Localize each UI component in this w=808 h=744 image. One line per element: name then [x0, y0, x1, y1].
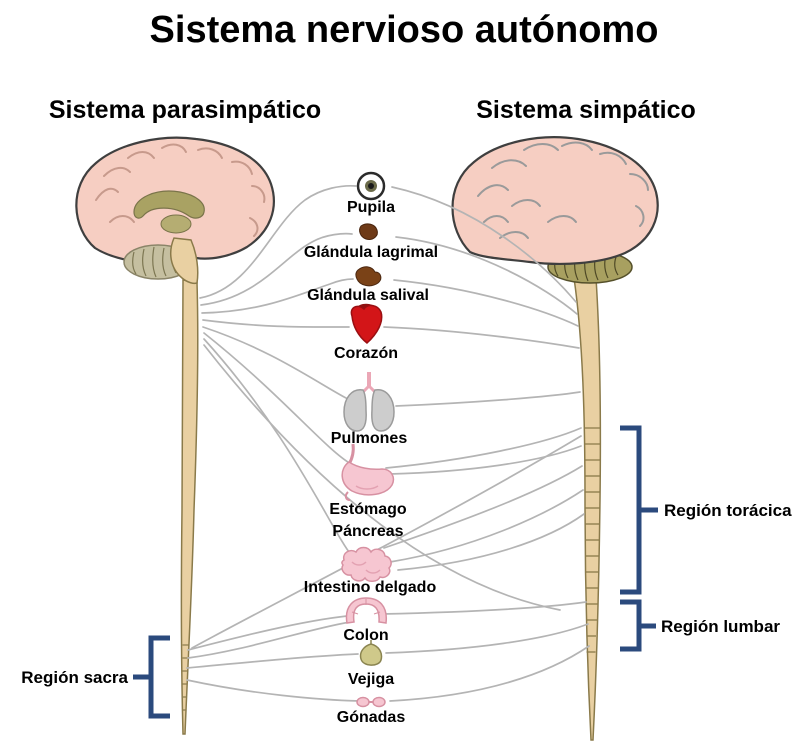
organ-label-pupila: Pupila — [347, 199, 395, 216]
page-title: Sistema nervioso autónomo — [150, 9, 659, 51]
organ-label-pulmones: Pulmones — [331, 430, 408, 447]
sympathetic-heading: Sistema simpático — [476, 96, 696, 124]
organ-label-intestino: Intestino delgado — [304, 579, 437, 596]
bladder-icon — [359, 640, 383, 666]
right-brain-sulci — [477, 141, 649, 239]
region-label-sacra: Región sacra — [21, 668, 128, 687]
region-lumbar: Región lumbar — [620, 599, 780, 652]
region-label-lumbar: Región lumbar — [661, 617, 780, 636]
organ-label-pancreas: Páncreas — [332, 523, 403, 540]
eye-icon — [356, 171, 386, 201]
region-sacral: Región sacra — [21, 635, 170, 719]
sympathetic-ganglia-segments — [584, 427, 601, 653]
region-thoracic: Región torácica — [620, 425, 792, 595]
colon-icon — [345, 597, 387, 624]
lacrimal-gland-icon — [359, 223, 378, 240]
small-intestine-icon — [341, 546, 392, 582]
organ-label-corazon: Corazón — [334, 345, 398, 362]
parasympathetic-heading: Sistema parasimpático — [49, 96, 321, 124]
gonads-icon — [356, 696, 386, 708]
sympathetic-spinal-cord — [573, 277, 602, 741]
organ-label-estomago: Estómago — [329, 501, 407, 518]
lungs-icon — [343, 372, 395, 432]
lumbar-bracket — [620, 599, 642, 652]
organ-label-salival: Glándula salival — [307, 287, 429, 304]
sacral-bracket — [148, 635, 170, 719]
corpus-callosum — [133, 190, 205, 219]
parasympathetic-spinal-cord — [180, 279, 199, 735]
thoracic-bracket — [620, 425, 642, 595]
organ-label-vejiga: Vejiga — [348, 671, 394, 688]
organ-label-lagrimal: Glándula lagrimal — [304, 244, 438, 261]
stomach-icon — [341, 443, 395, 501]
sympathetic-brain — [451, 136, 659, 284]
parasympathetic-brain — [75, 136, 275, 285]
region-label-toracica: Región torácica — [664, 501, 792, 520]
left-brain-sulci — [95, 143, 266, 237]
organ-label-colon: Colon — [343, 627, 388, 644]
thalamus — [160, 214, 192, 234]
left-brainstem — [169, 237, 199, 285]
right-brain-outline — [451, 136, 659, 265]
salivary-gland-icon — [355, 266, 382, 287]
sacral-cord-segments — [182, 644, 189, 711]
heart-icon — [350, 303, 383, 344]
organ-label-gonadas: Gónadas — [337, 709, 406, 726]
